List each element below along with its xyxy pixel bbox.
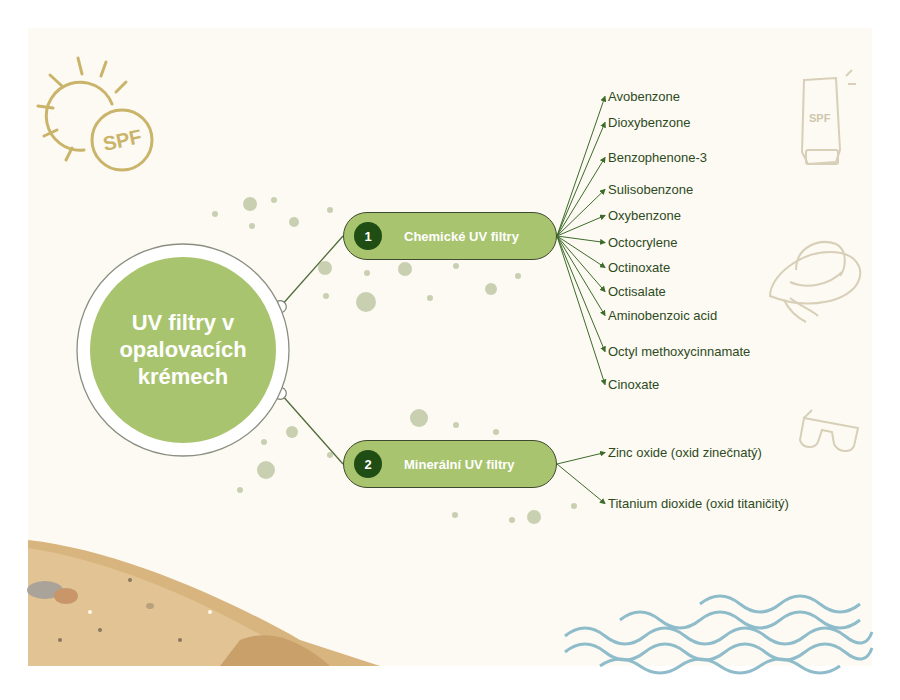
filter-item: Octocrylene — [606, 234, 679, 251]
connector — [557, 236, 605, 316]
category-pill: 1 Chemické UV filtry — [343, 212, 557, 260]
filter-name: Oxybenzone — [608, 208, 681, 223]
filter-item: Avobenzone — [606, 88, 682, 105]
filter-name: Aminobenzoic acid — [608, 308, 717, 323]
filter-item: Sulisobenzone — [606, 181, 695, 198]
filter-name: Octocrylene — [608, 235, 677, 250]
connector — [280, 393, 343, 464]
category-title: Minerální UV filtry — [404, 457, 515, 472]
connector — [557, 216, 605, 237]
hat-icon — [770, 242, 860, 322]
connector — [557, 236, 605, 352]
filter-item: Cinoxate — [606, 376, 661, 393]
connector — [557, 97, 605, 237]
filter-name: Zinc oxide (oxid zinečnatý) — [608, 445, 762, 460]
connector — [280, 236, 343, 307]
filter-item: Titanium dioxide (oxid titaničitý) — [606, 495, 791, 512]
topic-circle: UV filtry v opalovacích krémech — [76, 243, 290, 457]
filter-item: Zinc oxide (oxid zinečnatý) — [606, 444, 764, 461]
callout-number: 1 — [354, 222, 382, 250]
connector — [557, 453, 605, 465]
sun-icon — [38, 58, 152, 170]
connector — [557, 464, 605, 504]
callout-number: 2 — [354, 450, 382, 478]
filter-name: Dioxybenzone — [608, 115, 690, 130]
sunglasses-icon — [800, 410, 858, 451]
filter-item: Octinoxate — [606, 259, 672, 276]
filter-name: Octisalate — [608, 284, 666, 299]
spf-label: SPF — [809, 112, 830, 124]
connector — [557, 236, 605, 243]
connector — [557, 123, 605, 237]
connector — [557, 236, 605, 292]
connector — [557, 236, 605, 268]
filter-item: Octyl methoxycinnamate — [606, 343, 752, 360]
filter-name: Octinoxate — [608, 260, 670, 275]
filter-name: Avobenzone — [608, 89, 680, 104]
filter-item: Benzophenone-3 — [606, 149, 709, 166]
topic-title: UV filtry v opalovacích krémech — [101, 310, 265, 390]
filter-item: Aminobenzoic acid — [606, 307, 719, 324]
filter-name: Titanium dioxide (oxid titaničitý) — [608, 496, 789, 511]
filter-item: Octisalate — [606, 283, 668, 300]
sunscreen-tube-icon — [802, 70, 856, 164]
filter-name: Benzophenone-3 — [608, 150, 707, 165]
connector — [557, 190, 605, 237]
waves-illustration — [565, 596, 872, 673]
filter-name: Octyl methoxycinnamate — [608, 344, 750, 359]
sand-illustration — [27, 540, 380, 666]
filter-item: Oxybenzone — [606, 207, 683, 224]
filter-item: Dioxybenzone — [606, 114, 692, 131]
filter-name: Sulisobenzone — [608, 182, 693, 197]
category-pill: 2 Minerální UV filtry — [343, 440, 557, 488]
connector — [557, 236, 605, 385]
category-title: Chemické UV filtry — [404, 229, 519, 244]
background — [28, 28, 872, 666]
filter-name: Cinoxate — [608, 377, 659, 392]
connector — [557, 158, 605, 237]
